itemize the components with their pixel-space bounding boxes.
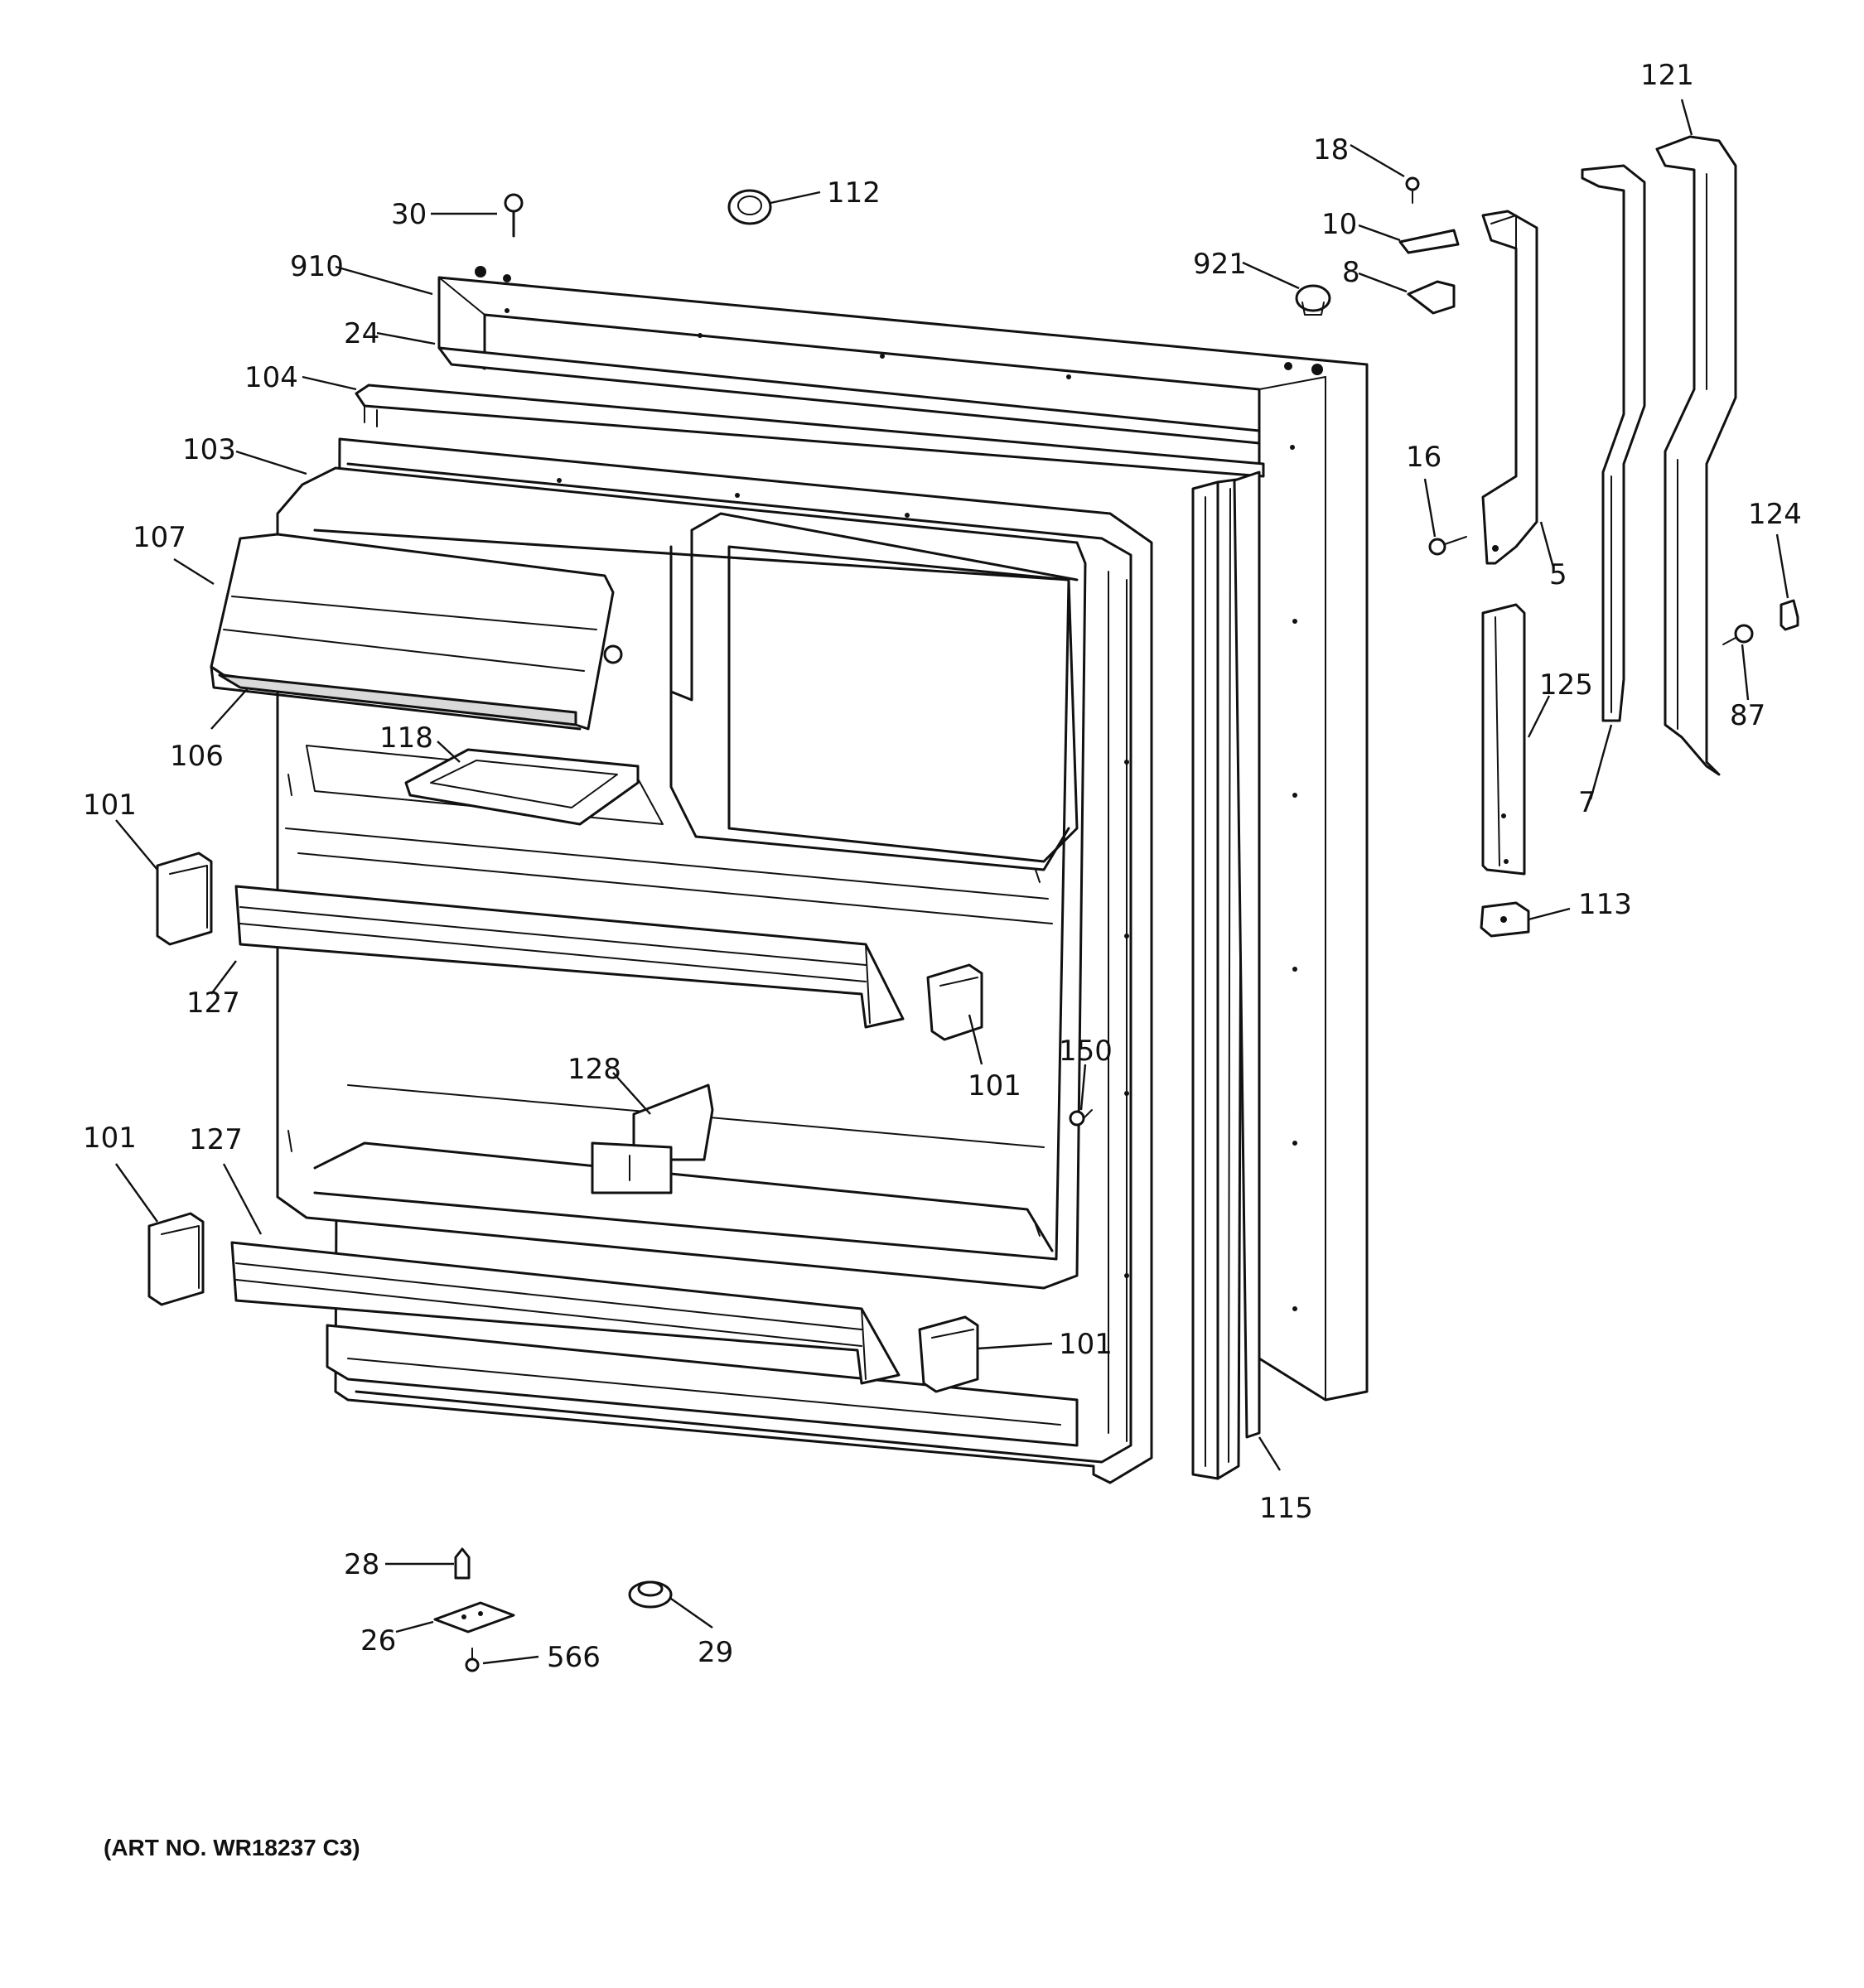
dairy-compartment-door [210, 533, 623, 731]
callout-128: 128 [567, 1053, 621, 1086]
callout-labels: 30 112 910 24 104 103 107 106 118 101 12… [83, 59, 1802, 1674]
hinge-arm-7 [1581, 164, 1646, 722]
hinge-cover-8 [1407, 280, 1456, 315]
callout-113: 113 [1578, 888, 1632, 921]
callout-5: 5 [1549, 558, 1567, 591]
callout-921: 921 [1193, 248, 1247, 281]
shelf-end-cap-lower-right [918, 1315, 979, 1393]
hinge-bracket-5 [1481, 210, 1538, 565]
pin-28 [454, 1547, 471, 1580]
callout-26: 26 [360, 1624, 396, 1657]
callout-566: 566 [547, 1641, 601, 1674]
callout-101-upper-left: 101 [83, 789, 137, 822]
screw-30 [504, 193, 524, 238]
art-number: (ART NO. WR18237 C3) [104, 1835, 360, 1860]
callout-106: 106 [170, 740, 224, 773]
upper-door-shelf [234, 885, 905, 1029]
gasket-strip-115 [1233, 470, 1261, 1439]
lower-door-shelf [230, 1241, 901, 1385]
hinge-arm-121 [1655, 135, 1737, 776]
spacer-113 [1480, 901, 1530, 938]
clip-124 [1779, 599, 1799, 631]
screw-150 [1069, 1109, 1093, 1127]
bracket-plate-26 [433, 1601, 515, 1633]
callout-127-upper: 127 [186, 987, 240, 1020]
callout-10: 10 [1321, 208, 1357, 241]
callout-24: 24 [344, 317, 379, 350]
callout-101-upper-right: 101 [968, 1069, 1021, 1103]
door-top-strip [437, 346, 1261, 445]
callout-124: 124 [1748, 498, 1802, 531]
callout-29: 29 [698, 1636, 733, 1669]
callout-87: 87 [1730, 699, 1765, 732]
callout-101-lower-right: 101 [1059, 1328, 1113, 1361]
screw-566 [465, 1648, 480, 1672]
callout-112: 112 [827, 176, 881, 210]
bumper-29 [628, 1580, 673, 1609]
hinge-pin-10 [1398, 229, 1460, 254]
callout-103: 103 [182, 433, 236, 466]
callout-118: 118 [379, 721, 433, 755]
plug-112 [727, 189, 772, 225]
callout-121: 121 [1640, 59, 1694, 92]
callout-7: 7 [1578, 786, 1596, 819]
callout-127-lower: 127 [189, 1123, 243, 1156]
callout-910: 910 [290, 250, 344, 283]
cap-921 [1295, 284, 1331, 316]
callout-150: 150 [1059, 1035, 1113, 1068]
callout-115: 115 [1259, 1492, 1313, 1525]
leader-lines [115, 99, 1789, 1665]
door-stop-bracket [591, 1083, 714, 1194]
screw-16 [1428, 536, 1467, 556]
callout-107: 107 [133, 521, 186, 554]
callout-28: 28 [344, 1548, 379, 1581]
screw-18 [1405, 176, 1420, 204]
shelf-end-cap-upper-left [156, 852, 213, 946]
shelf-end-cap-lower-left [147, 1212, 205, 1306]
callout-101-lower-left: 101 [83, 1122, 137, 1155]
callout-8: 8 [1342, 256, 1360, 289]
callout-16: 16 [1406, 441, 1441, 474]
screw-87 [1722, 624, 1754, 645]
callout-104: 104 [244, 361, 298, 394]
shelf-end-cap-upper-right [926, 963, 983, 1041]
callout-30: 30 [391, 198, 427, 231]
callout-125: 125 [1539, 668, 1593, 702]
strike-bar-125 [1481, 603, 1526, 876]
egg-tray [404, 748, 640, 826]
callout-18: 18 [1313, 133, 1349, 166]
